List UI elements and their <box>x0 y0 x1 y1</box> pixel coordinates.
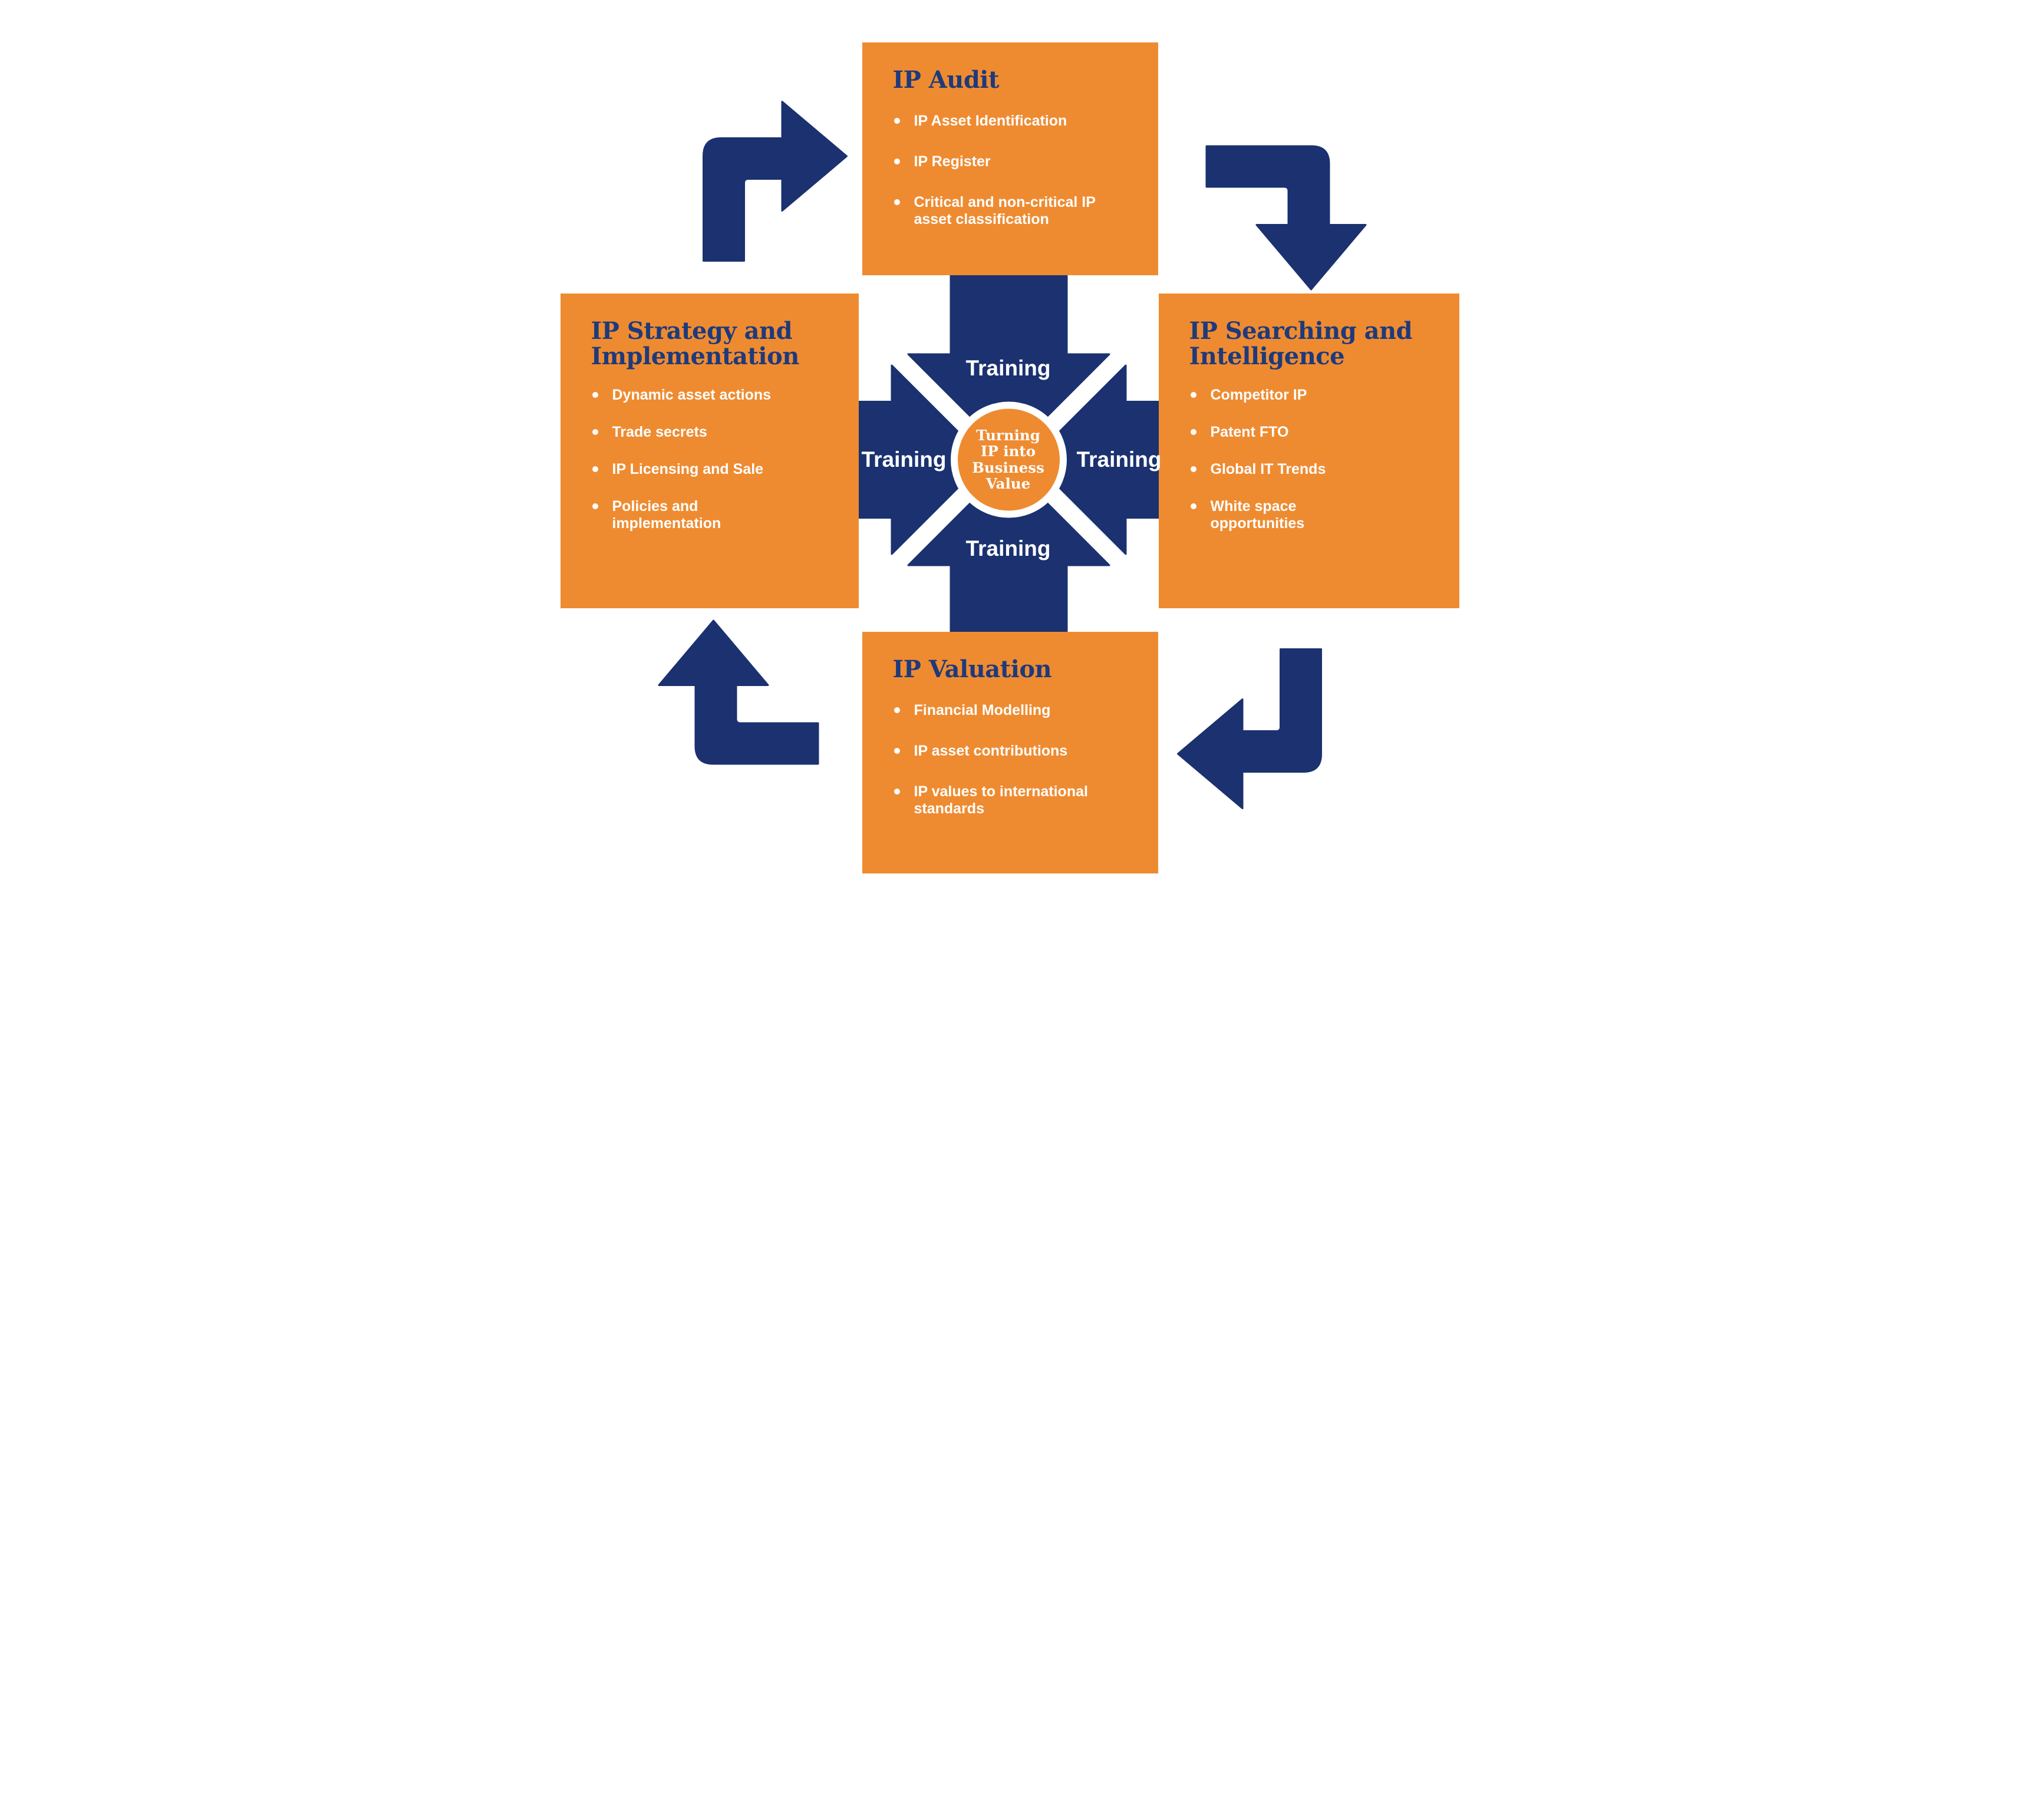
panel-ip-strategy-implementation: IP Strategy and Implementation Dynamic a… <box>560 294 859 608</box>
bullet-item: IP asset contributions <box>893 743 1129 760</box>
bullet-item: White space opportunities <box>1189 498 1430 532</box>
bullet-item: IP Asset Identification <box>893 113 1129 130</box>
bullet-item: Policies and implementation <box>591 498 829 532</box>
bullet-item: IP Licensing and Sale <box>591 461 829 478</box>
bullet-item: Competitor IP <box>1189 387 1430 404</box>
training-label-right: Training <box>1076 447 1162 472</box>
training-label-top: Training <box>965 356 1051 380</box>
bullet-item: Patent FTO <box>1189 424 1430 441</box>
panel-title: IP Strategy and Implementation <box>591 317 800 371</box>
panel-title: IP Searching and Intelligence <box>1189 317 1413 371</box>
bullet-item: IP values to international standards <box>893 783 1129 817</box>
cycle-arrow-top-left-icon <box>702 101 848 262</box>
bullet-item: Trade secrets <box>591 424 829 441</box>
bullet-item: Global IT Trends <box>1189 461 1430 478</box>
flow-arrow-bottom <box>907 464 1110 633</box>
center-circle <box>950 401 1067 518</box>
panel-title: IP Audit <box>892 66 1000 94</box>
bullet-item: Financial Modelling <box>893 702 1129 719</box>
bullet-list: Financial Modelling IP asset contribution… <box>893 702 1129 817</box>
bullet-item: Critical and non-critical IP asset class… <box>893 194 1129 228</box>
ip-cycle-infographic: IP Audit IP Asset Identification IP Regis… <box>506 0 1518 910</box>
flow-arrow-top <box>907 274 1110 456</box>
training-label-left: Training <box>861 447 947 472</box>
panel-ip-audit: IP Audit IP Asset Identification IP Regis… <box>862 42 1158 275</box>
bullet-item: IP Register <box>893 153 1129 170</box>
cycle-arrow-bottom-right-icon <box>1176 648 1322 809</box>
diagram-artwork <box>658 101 1366 809</box>
training-label-bottom: Training <box>965 536 1051 560</box>
bullet-item: Dynamic asset actions <box>591 387 829 404</box>
flow-arrow-right <box>1030 364 1159 555</box>
cycle-arrow-top-right-icon <box>1205 145 1366 291</box>
center-circle-text: Turning IP into Business Value <box>972 427 1044 493</box>
panel-title: IP Valuation <box>892 655 1052 683</box>
flow-arrow-left <box>858 364 987 555</box>
panel-ip-searching-intelligence: IP Searching and Intelligence Competitor… <box>1158 294 1459 608</box>
panel-ip-valuation: IP Valuation Financial Modelling IP asset… <box>862 632 1158 873</box>
cycle-arrow-bottom-left-icon <box>658 619 819 765</box>
